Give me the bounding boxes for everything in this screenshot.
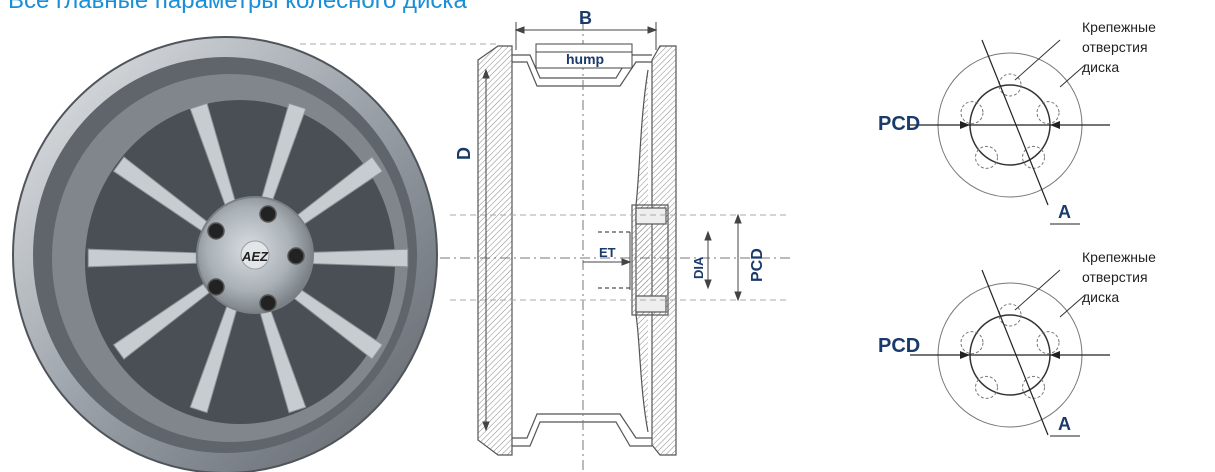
- leader-1: [1014, 39, 1061, 81]
- rim-cross-section: [477, 45, 677, 456]
- bolt-hole: [998, 73, 1022, 97]
- bolt-hole: [960, 331, 984, 355]
- wheel-image: AEZ: [12, 36, 438, 472]
- wheel-spoke: [87, 248, 197, 268]
- bolt-pattern-diagram-top: PCD A Крепежные отверстия диска: [878, 19, 1156, 225]
- leader-1: [1014, 269, 1061, 311]
- pcd-label: PCD: [878, 335, 920, 357]
- caption-line: Крепежные: [1082, 19, 1156, 35]
- label-d: D: [454, 147, 474, 160]
- caption-line: отверстия: [1082, 39, 1148, 55]
- bolt-hole: [1036, 101, 1060, 125]
- diagonal-a: [981, 269, 1049, 436]
- leader-2: [1059, 64, 1086, 88]
- label-b: B: [579, 8, 592, 28]
- pcd-label: PCD: [878, 113, 920, 135]
- label-pcd-side: PCD: [749, 248, 766, 282]
- dimension-lines: [300, 20, 790, 470]
- a-label: A: [1058, 202, 1071, 222]
- caption-line: диска: [1082, 59, 1119, 75]
- label-hump: hump: [566, 51, 604, 67]
- bolt-hole: [998, 303, 1022, 327]
- caption-line: диска: [1082, 289, 1119, 305]
- wheel-spoke: [299, 248, 409, 268]
- a-label: A: [1058, 414, 1071, 434]
- bolt-hole: [974, 145, 998, 169]
- bolt-pattern-diagram-bottom: PCD A Крепежные отверстия диска: [878, 249, 1156, 437]
- bolt-hole: [1036, 331, 1060, 355]
- page-title: Все главные параметры колесного диска: [8, 0, 467, 14]
- label-et: ET: [599, 245, 616, 260]
- lug-nuts: [207, 205, 305, 312]
- leader-2: [1059, 294, 1086, 318]
- wheel-logo: AEZ: [241, 249, 269, 264]
- caption-line: отверстия: [1082, 269, 1148, 285]
- bolt-hole: [960, 101, 984, 125]
- wheel-spoke: [112, 283, 210, 360]
- bolt-hole: [974, 375, 998, 399]
- diagonal-a: [981, 39, 1049, 206]
- label-dia: DIA: [691, 256, 706, 279]
- caption-line: Крепежные: [1082, 249, 1156, 265]
